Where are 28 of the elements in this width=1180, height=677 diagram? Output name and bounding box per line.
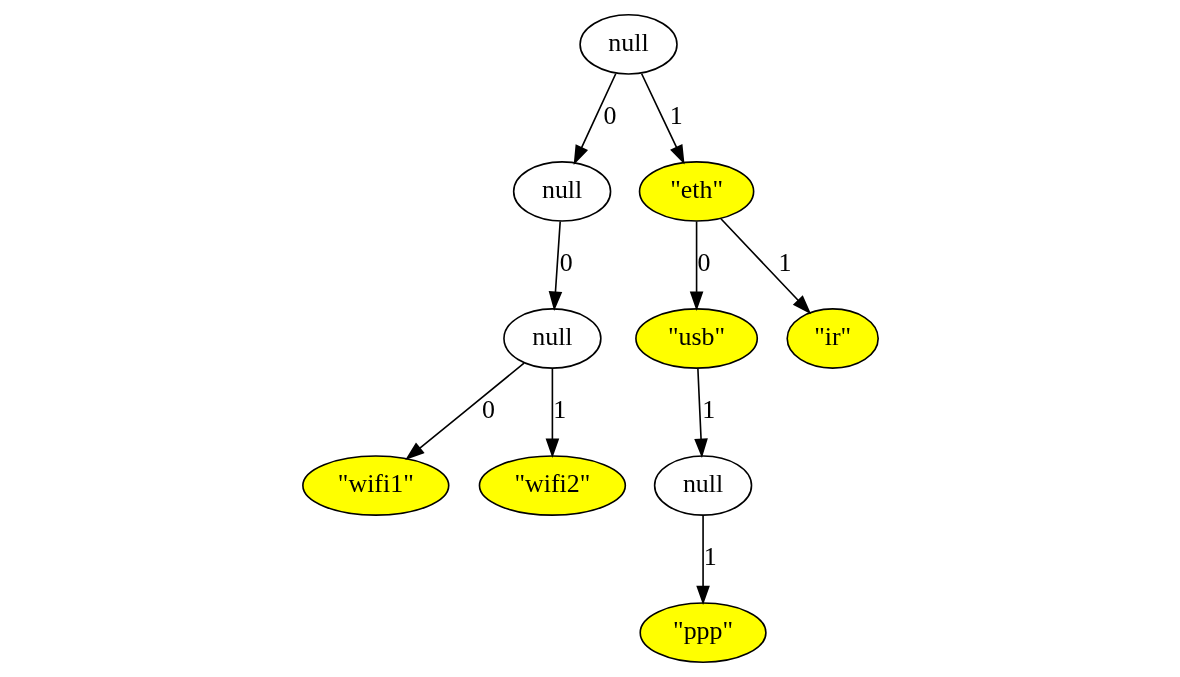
node-ellipse: null	[502, 308, 602, 369]
edge-label: 0	[602, 101, 616, 131]
node-ellipse: "wifi2"	[478, 455, 626, 516]
edge-label: 0	[696, 248, 710, 278]
edge-label: 1	[701, 395, 715, 425]
node-ellipse: "eth"	[638, 161, 754, 222]
arrow	[548, 220, 562, 311]
node-ellipse: null	[512, 161, 611, 222]
arrow	[693, 367, 708, 459]
arrow	[404, 362, 525, 460]
arrow	[573, 72, 617, 165]
arrow	[689, 220, 703, 311]
arrow	[545, 367, 559, 459]
node-ellipse: null	[578, 13, 678, 75]
edge-label: 0	[481, 395, 495, 425]
arrow	[695, 514, 710, 606]
arrow	[719, 217, 811, 315]
edge-label: 1	[669, 101, 683, 131]
node-ellipse: "wifi1"	[301, 455, 450, 516]
edge-label: 1	[777, 248, 791, 278]
node-ellipse: "ppp"	[638, 602, 767, 664]
edge-label: 1	[703, 542, 717, 572]
node-ellipse: "ir"	[785, 308, 879, 369]
arrow	[640, 72, 685, 165]
edge-label: 0	[559, 248, 573, 278]
edge-label: 1	[552, 395, 566, 425]
node-ellipse: "usb"	[634, 308, 758, 369]
node-ellipse: null	[653, 455, 752, 516]
